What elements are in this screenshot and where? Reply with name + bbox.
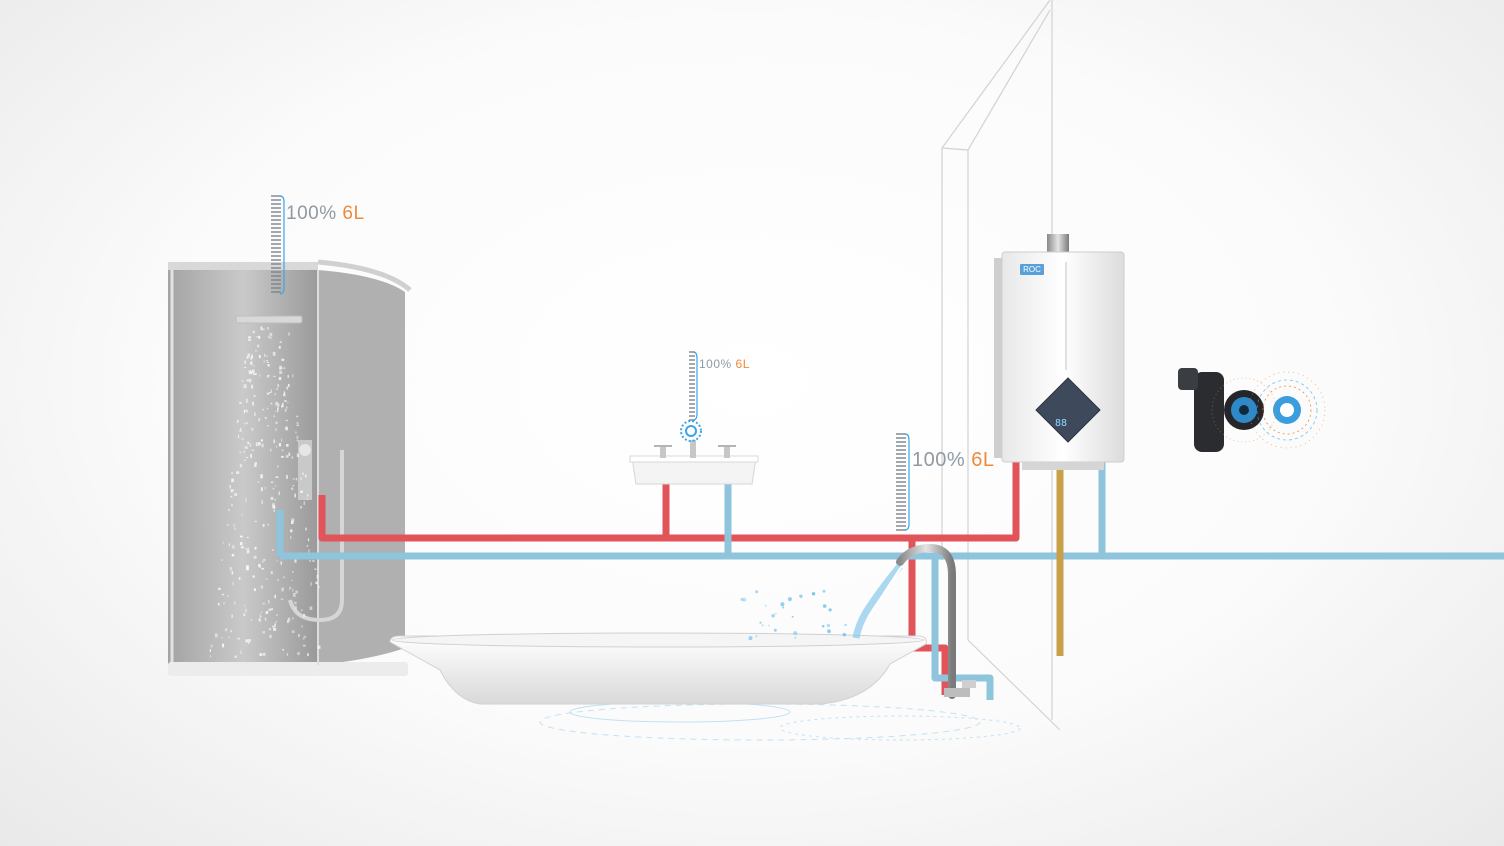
flow-meter-gauges: [271, 195, 910, 531]
shower-enclosure: [168, 259, 412, 676]
sink-flow-readout: 100% 6L: [699, 357, 750, 371]
shower-flow-volume: 6L: [342, 203, 365, 224]
flow-meter-scale: [896, 433, 910, 531]
tub-flow-percent: 100%: [912, 449, 966, 471]
tub-faucet: [896, 543, 976, 699]
shower-head: [235, 315, 303, 324]
sink-flow-percent: 100%: [699, 357, 732, 371]
tub-flow-volume: 6L: [971, 449, 995, 471]
heater-brand-logo: ROC: [1020, 264, 1044, 275]
shower-flow-percent: 100%: [286, 203, 337, 224]
flow-meter-scale: [271, 195, 285, 295]
cold-pipe-segment: [931, 556, 994, 700]
pump-signal-rings: [1211, 371, 1326, 449]
hot-water-pipes: [318, 462, 1020, 695]
wash-basin: [629, 440, 759, 485]
flow-meter-scale: [689, 351, 698, 421]
bathtub: [389, 632, 927, 705]
shower-flow-readout: 100% 6L: [286, 203, 365, 225]
water-heater: [994, 234, 1125, 470]
hot-pipe-segment: [908, 538, 949, 695]
tub-flow-readout: 100% 6L: [912, 449, 994, 472]
shower-water-spray: [209, 326, 321, 658]
sink-flow-sensor-icon: [680, 420, 702, 442]
water-splash-drops: [740, 589, 847, 641]
tub-water-stream: [852, 563, 903, 639]
shower-mixer: [288, 440, 344, 623]
heater-display-readout: 88: [1055, 418, 1068, 429]
cold-water-pipes: [276, 462, 1504, 700]
floor-ripples: [539, 701, 1021, 741]
circulation-pump: [1178, 368, 1301, 452]
sink-flow-volume: 6L: [735, 357, 750, 371]
